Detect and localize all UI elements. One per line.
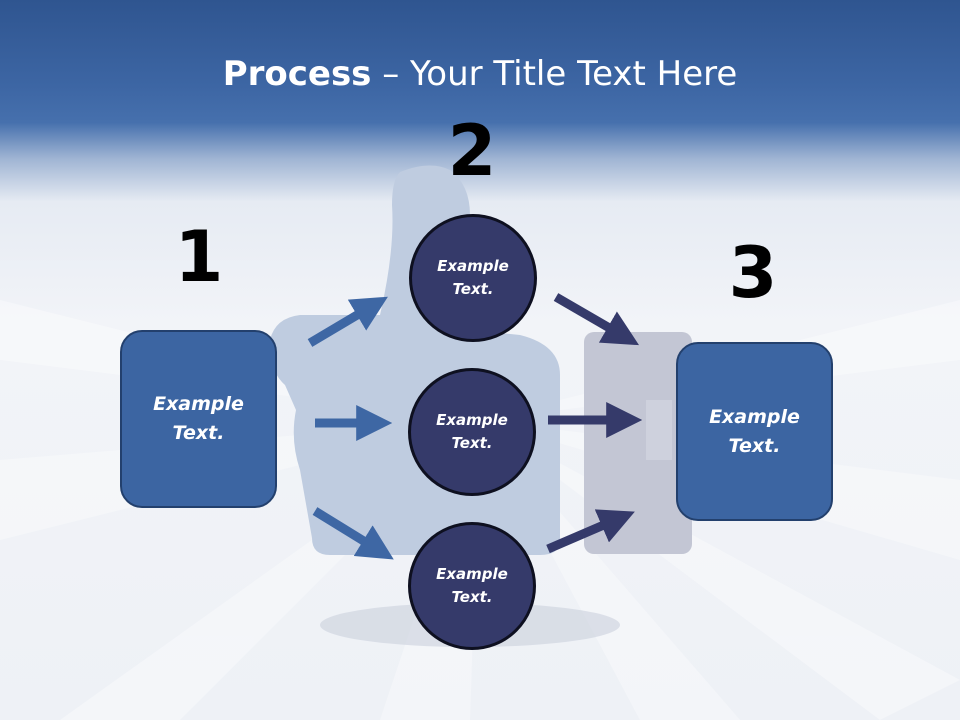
arrow-icon	[312, 507, 394, 560]
step-3-box: Example Text.	[676, 342, 833, 521]
title-rest: – Your Title Text Here	[371, 54, 738, 94]
step-1-box: Example Text.	[120, 330, 277, 508]
step-1-text: Example Text.	[153, 393, 244, 444]
step-3-number: 3	[728, 232, 778, 314]
step-2-item-1-text: Example Text.	[437, 257, 509, 298]
step-2-item-3-text: Example Text.	[436, 565, 508, 606]
title-bold: Process	[222, 54, 372, 94]
arrow-icon	[546, 509, 635, 554]
step-2-item-1: Example Text.	[409, 214, 537, 342]
step-2-item-3: Example Text.	[408, 522, 536, 650]
step-1-number: 1	[174, 216, 224, 298]
step-2-number: 2	[447, 110, 497, 192]
slide-title: Process – Your Title Text Here	[0, 52, 960, 96]
step-3-text: Example Text.	[709, 405, 800, 457]
arrow-icon	[553, 293, 640, 346]
step-2-item-2-text: Example Text.	[436, 411, 508, 452]
arrow-icon	[307, 296, 388, 347]
step-2-item-2: Example Text.	[408, 368, 536, 496]
